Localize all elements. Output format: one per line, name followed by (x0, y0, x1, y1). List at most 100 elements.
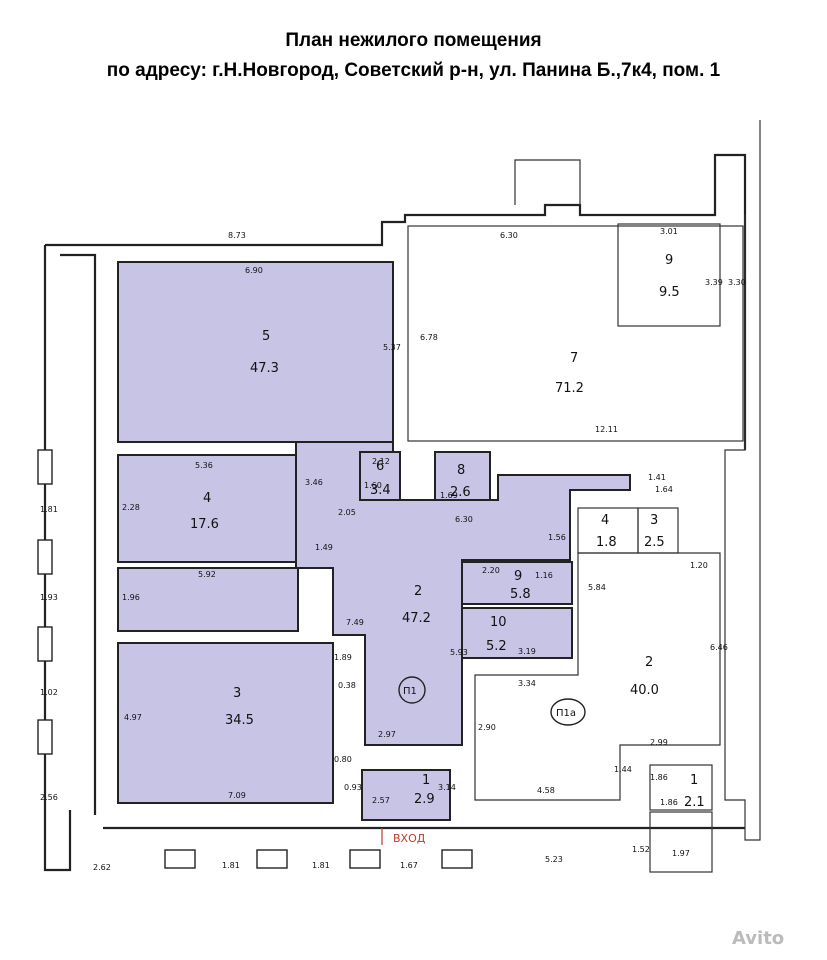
dimension-label: 1.67 (400, 861, 418, 870)
room-area: 71.2 (555, 381, 584, 396)
dimension-label: 7.49 (346, 618, 364, 627)
room-number: 6 (376, 459, 384, 474)
dimension-label: 1.81 (222, 861, 240, 870)
watermark-logo: Avito (732, 928, 784, 949)
room-1b[interactable] (649, 764, 713, 811)
room-number: 9 (665, 253, 673, 268)
dimension-label: 3.34 (518, 679, 536, 688)
dimension-label: 5.84 (588, 583, 606, 592)
room-area: 47.3 (250, 361, 279, 376)
dimension-label: 2.05 (338, 508, 356, 517)
dimension-label: 7.09 (228, 791, 246, 800)
dimension-label: 1.60 (364, 481, 382, 490)
room-number: 3 (650, 513, 658, 528)
dimension-label: 0.38 (338, 681, 356, 690)
room-1[interactable] (361, 769, 451, 821)
room-area: 5.8 (510, 587, 531, 602)
marker-p1: П1 (403, 686, 417, 697)
dimension-label: 2.97 (378, 730, 396, 739)
window (37, 626, 53, 662)
dimension-label: 6.90 (245, 266, 263, 275)
room-number: 3 (233, 686, 241, 701)
dimension-label: 1.44 (614, 765, 632, 774)
dimension-label: 4.97 (124, 713, 142, 722)
room-area: 17.6 (190, 517, 219, 532)
marker-p1a: П1а (556, 708, 576, 719)
dimension-label: 1.81 (312, 861, 330, 870)
room-number: 5 (262, 329, 270, 344)
room-area: 34.5 (225, 713, 254, 728)
dimension-label: 2.57 (372, 796, 390, 805)
dimension-label: 1.97 (672, 849, 690, 858)
dimension-label: 2.62 (93, 863, 111, 872)
dimension-label: 6.30 (500, 231, 518, 240)
dimension-label: 2.99 (650, 738, 668, 747)
dimension-label: 6.78 (420, 333, 438, 342)
room-number: 2 (645, 655, 653, 670)
room-3[interactable] (117, 642, 334, 804)
dimension-label: 6.46 (710, 643, 728, 652)
room-area: 40.0 (630, 683, 659, 698)
window (349, 849, 381, 869)
dimension-label: 2.28 (122, 503, 140, 512)
dimension-label: 1.56 (548, 533, 566, 542)
room-area: 2.6 (450, 485, 471, 500)
room-number: 4 (601, 513, 609, 528)
room-area: 2.1 (684, 795, 705, 810)
room-area: 2.9 (414, 792, 435, 807)
room-number: 4 (203, 491, 211, 506)
room-9-mid[interactable] (461, 561, 573, 605)
dimension-label: 5.36 (195, 461, 213, 470)
dimension-label: 3.01 (660, 227, 678, 236)
dimension-label: 1.41 (648, 473, 666, 482)
dimension-label: 2.56 (40, 793, 58, 802)
dimension-label: 1.69 (440, 491, 458, 500)
window (256, 849, 288, 869)
dimension-label: 1.86 (660, 798, 678, 807)
room-4[interactable] (117, 454, 297, 563)
room-area: 2.5 (644, 535, 665, 550)
dimension-label: 5.93 (450, 648, 468, 657)
dimension-label: 1.81 (40, 505, 58, 514)
window (164, 849, 196, 869)
dimension-label: 3.30 (728, 278, 746, 287)
dimension-label: 1.96 (122, 593, 140, 602)
dimension-label: 3.19 (518, 647, 536, 656)
outer-wall-right (724, 120, 761, 841)
outer-wall (45, 153, 747, 450)
room-6[interactable] (359, 451, 401, 501)
room-9-top[interactable] (617, 223, 721, 327)
room-area: 1.8 (596, 535, 617, 550)
dimension-label: 12.11 (595, 425, 618, 434)
room-number: 1 (690, 773, 698, 788)
dimension-label: 0.80 (334, 755, 352, 764)
room-2b[interactable] (474, 552, 721, 801)
marker-circle (550, 698, 586, 726)
dimension-label: 1.93 (40, 593, 58, 602)
dimension-label: 3.46 (305, 478, 323, 487)
dimension-label: 1.64 (655, 485, 673, 494)
room-number: 10 (490, 615, 507, 630)
dimension-label: 6.30 (455, 515, 473, 524)
dimension-label: 1.86 (650, 773, 668, 782)
dimension-label: 1.49 (315, 543, 333, 552)
window (37, 719, 53, 755)
plan-address: по адресу: г.Н.Новгород, Советский р-н, … (106, 60, 721, 81)
dimension-label: 1.16 (535, 571, 553, 580)
plan-title: План нежилого помещения (285, 30, 542, 51)
window (37, 539, 53, 575)
dimension-label: 2.90 (478, 723, 496, 732)
dimension-label: 5.92 (198, 570, 216, 579)
room-3b[interactable] (637, 507, 679, 554)
room-number: 1 (422, 773, 430, 788)
room-8[interactable] (434, 451, 491, 501)
room-5[interactable] (117, 261, 394, 443)
dimension-label: 2.12 (372, 457, 390, 466)
dimension-label: 5.23 (545, 855, 563, 864)
room-area: 9.5 (659, 285, 680, 300)
room-10[interactable] (461, 607, 573, 659)
window (37, 449, 53, 485)
room-number: 7 (570, 351, 578, 366)
room-7[interactable] (407, 225, 744, 442)
